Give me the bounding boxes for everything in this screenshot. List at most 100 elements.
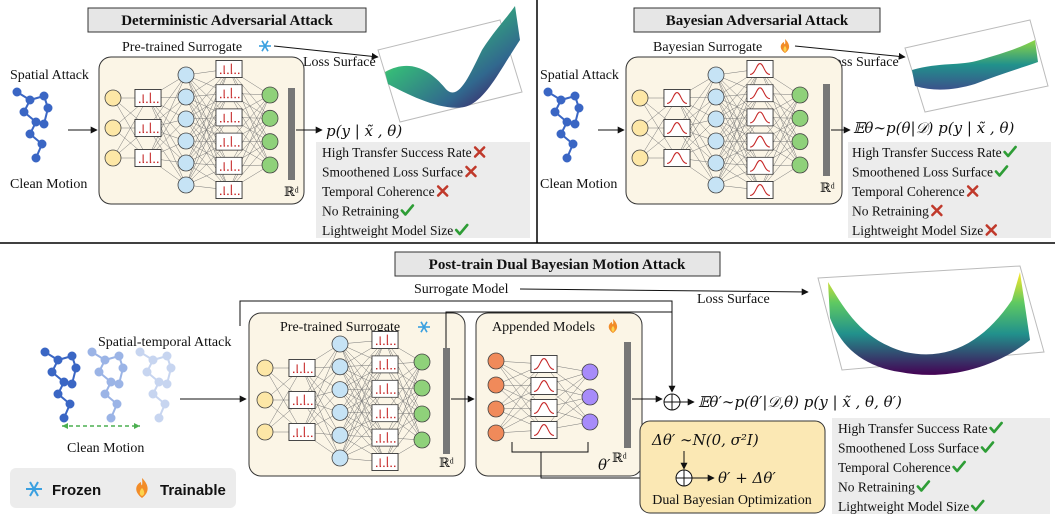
network-node (791, 133, 809, 151)
network-node (261, 133, 279, 151)
update-formula: θ′ + Δθ′ (718, 469, 776, 487)
loss-surface-plot (904, 19, 1049, 113)
network-edge (384, 387, 423, 463)
gaussian-box (663, 149, 691, 167)
network-edge (147, 127, 187, 186)
legend-frozen: Frozen (52, 482, 101, 499)
output-formula: p(y | x̃ , θ) (326, 122, 402, 140)
network-edge (715, 74, 761, 142)
filter-box (371, 404, 399, 423)
network-edge (339, 343, 386, 414)
filter-box (134, 89, 162, 107)
network-edge (543, 363, 591, 423)
network-edge (301, 343, 341, 401)
network-edge (147, 96, 187, 159)
network-edge (185, 96, 230, 166)
property-label: Temporal Coherence (852, 184, 965, 199)
check-icon (916, 480, 931, 492)
flame-icon (780, 39, 790, 53)
network-node (331, 381, 349, 399)
network-edge (301, 343, 341, 433)
network-edge (715, 93, 761, 164)
loss-surface-label: Loss Surface (303, 55, 376, 70)
network-node (581, 388, 599, 406)
output-formula: 𝔼θ∼p(θ|𝒟) p(y | x̃ , θ) (853, 119, 1014, 137)
network-edge (264, 367, 303, 433)
check-icon (980, 441, 995, 453)
property-label: Temporal Coherence (322, 184, 435, 199)
loss-surface-label: Loss Surface (697, 292, 770, 307)
cross-icon (436, 185, 449, 197)
network-edge (759, 118, 801, 191)
network-node (413, 353, 431, 371)
appended-models-box (475, 312, 643, 477)
clean-motion-label: Clean Motion (67, 441, 144, 456)
filter-box (215, 60, 243, 78)
network-node (331, 403, 349, 421)
loss-surface-plot (377, 6, 523, 123)
network-node (631, 149, 649, 167)
network-nodes (631, 60, 809, 199)
panel-bayesian: Bayesian Adversarial Attack Bayesian Sur… (540, 7, 1051, 238)
snowflake-icon (259, 40, 271, 52)
network-edge (639, 97, 678, 159)
network-edge (147, 74, 187, 159)
title-box (87, 7, 367, 33)
network-edge (676, 127, 717, 186)
title-box (633, 7, 881, 33)
network-node (631, 119, 649, 137)
network-edge (759, 68, 801, 142)
spatial-attack-label: Spatial Attack (10, 68, 89, 83)
property-label: No Retraining (838, 480, 915, 495)
filter-box (134, 149, 162, 167)
network-nodes (487, 352, 599, 442)
legend-trainable: Trainable (160, 482, 226, 499)
gaussian-box (530, 421, 558, 439)
check-icon (400, 204, 415, 216)
network-node (104, 89, 122, 107)
properties-panel (848, 142, 1051, 238)
title-box (394, 251, 721, 277)
network-edge (495, 360, 545, 431)
network-edge (676, 74, 717, 159)
network-edge (759, 94, 801, 166)
network-edge (676, 96, 717, 159)
filter-box (371, 428, 399, 447)
network-node (707, 88, 725, 106)
legend-box (10, 468, 236, 508)
network-node (707, 66, 725, 84)
filter-box (134, 119, 162, 137)
filter-box (288, 359, 316, 377)
network-node (581, 413, 599, 431)
noise-formula: Δθ′ ∼N(0, σ²I) (651, 431, 759, 449)
network-edge (759, 93, 801, 166)
gaussian-box (530, 355, 558, 373)
cross-icon (985, 224, 998, 236)
appended-label: Appended Models (492, 320, 595, 335)
filter-box (215, 156, 243, 175)
network-edge (228, 93, 271, 166)
network-edge (185, 93, 230, 164)
network-edge (185, 118, 230, 191)
check-icon (454, 223, 469, 236)
filter-box (371, 379, 399, 398)
network-edge (676, 97, 717, 164)
panel-dual-bayesian: Post-train Dual Bayesian Motion Attack S… (10, 251, 1050, 514)
skeleton-figure (12, 87, 53, 163)
rd-label: ℝᵈ (820, 180, 835, 195)
network-node (331, 358, 349, 376)
gaussian-box (530, 399, 558, 417)
network-node (487, 352, 505, 370)
network-edge (228, 68, 271, 142)
network-edge (339, 339, 386, 413)
network-node (177, 154, 195, 172)
network-node (791, 86, 809, 104)
property-label: Lightweight Model Size (852, 223, 983, 238)
pretrained-label: Pre-trained Surrogate (280, 320, 400, 335)
network-node (104, 149, 122, 167)
network-node (707, 176, 725, 194)
embedding-bar (624, 342, 631, 448)
network-edge (185, 74, 230, 142)
